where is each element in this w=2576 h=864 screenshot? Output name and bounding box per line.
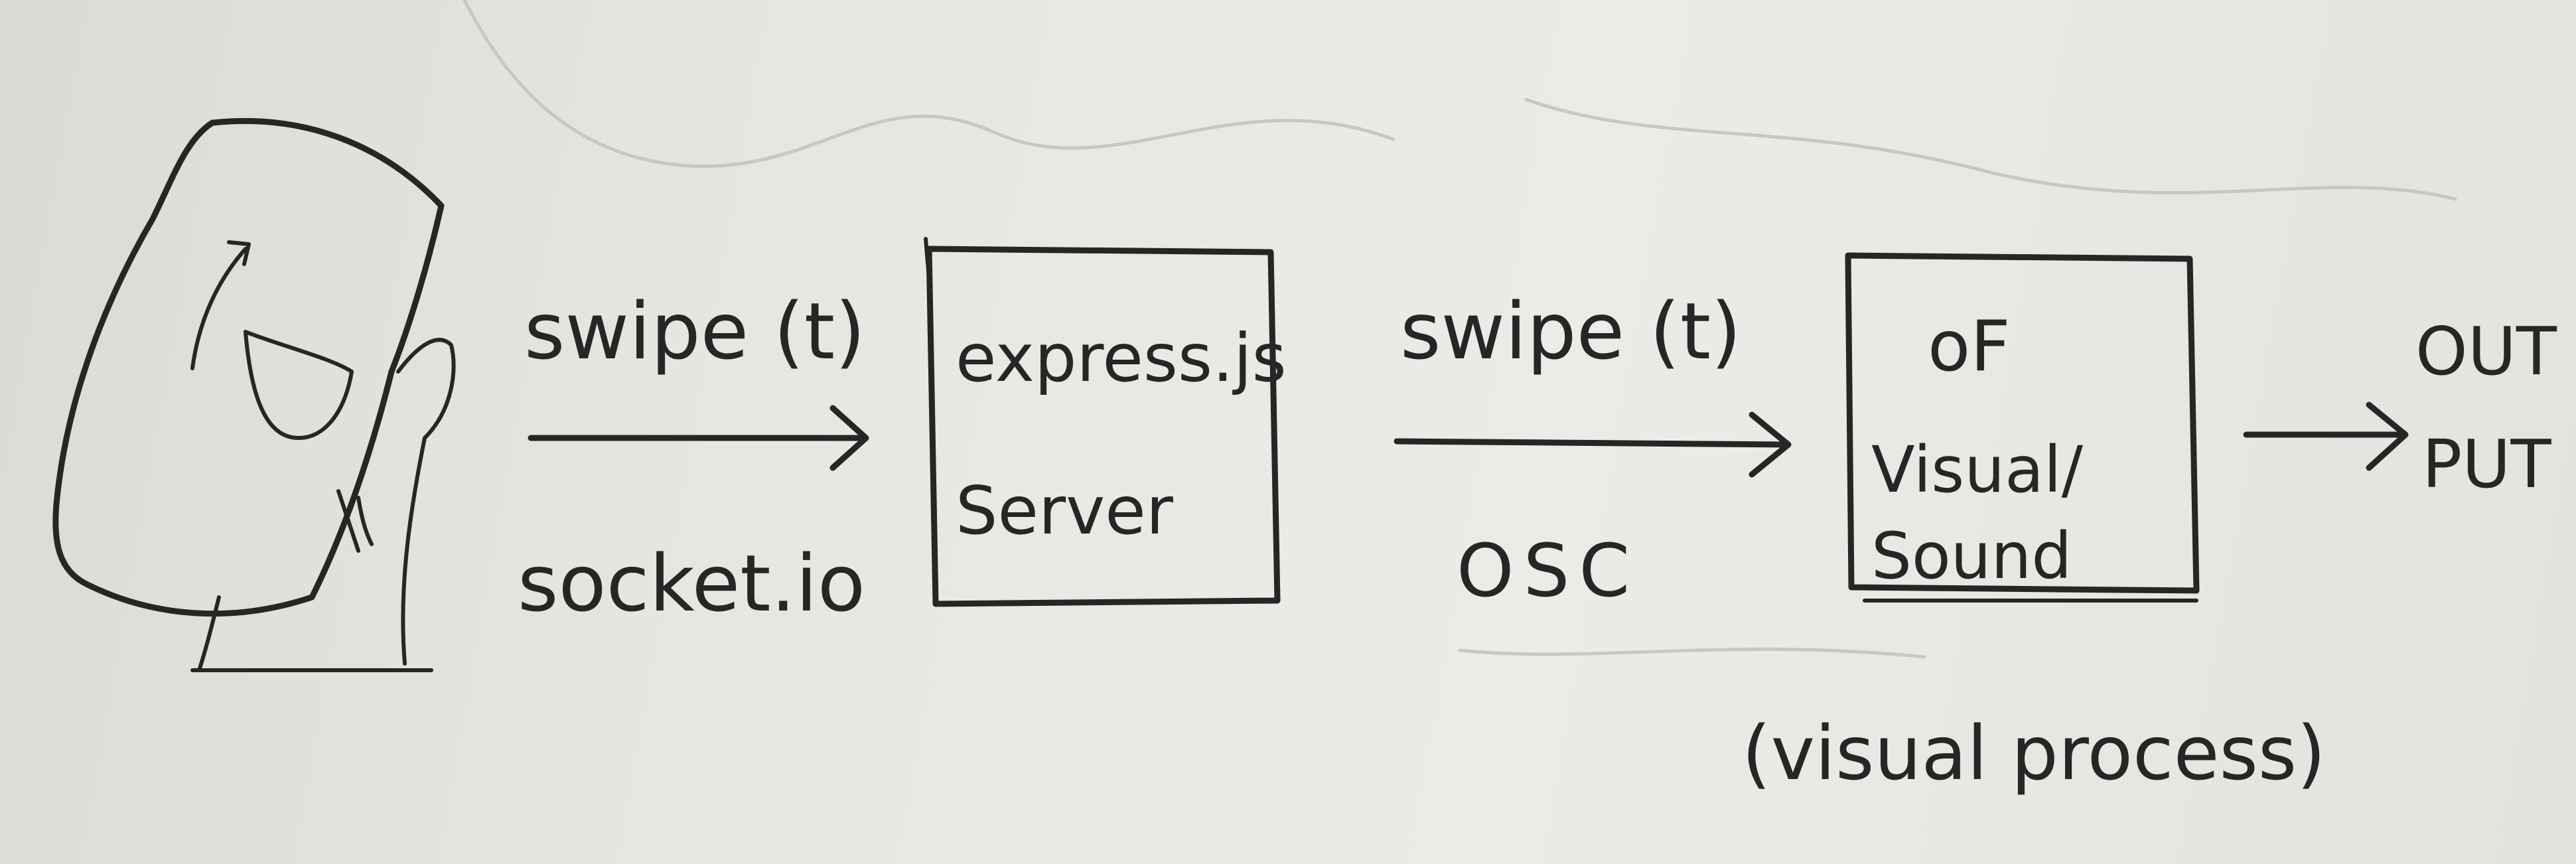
of-box-title: oF xyxy=(1928,306,2011,387)
output-line1: OUT xyxy=(2415,313,2557,390)
arrow-server-to-of xyxy=(1394,411,1792,478)
arrow-phone-to-server xyxy=(528,405,869,471)
of-box xyxy=(1845,252,2200,603)
ghost-marks xyxy=(463,0,2457,659)
arrow1-bottom-label: socket.io xyxy=(518,538,866,629)
arrow1-top-label: swipe (t) xyxy=(524,285,866,377)
server-box-line2: Server xyxy=(956,472,1173,549)
arrow-of-to-output xyxy=(2243,401,2409,471)
arrow2-bottom-label: OSC xyxy=(1457,528,1640,613)
of-box-note: (visual process) xyxy=(1742,711,2326,797)
server-box xyxy=(924,237,1281,607)
hand-with-phone-sketch xyxy=(52,117,456,672)
server-box-line1: express.js xyxy=(956,319,1287,397)
of-box-line1: Visual/ xyxy=(1871,433,2083,507)
of-box-line2: Sound xyxy=(1871,519,2072,593)
output-line2: PUT xyxy=(2422,425,2551,503)
arrow2-top-label: swipe (t) xyxy=(1400,285,1742,377)
